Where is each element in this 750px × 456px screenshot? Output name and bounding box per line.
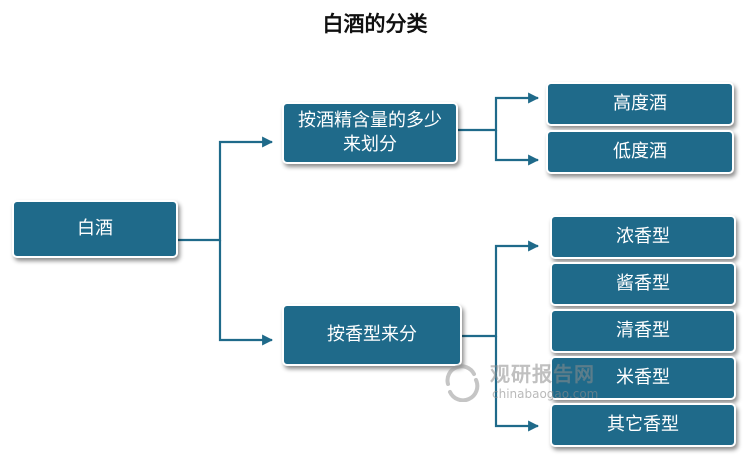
leaf-node-light-aroma: 清香型: [550, 309, 736, 353]
leaf-node-sauce-aroma: 酱香型: [550, 262, 736, 306]
watermark-text-en: chinabaogao.com: [492, 387, 599, 401]
leaf-node-low-proof: 低度酒: [546, 130, 734, 174]
leaf-node-rice-aroma: 米香型: [550, 356, 736, 400]
leaf-node-high-proof: 高度酒: [546, 82, 734, 126]
connector-branch1-child-1: [458, 92, 540, 132]
root-node: 白酒: [12, 200, 178, 258]
branch-node-alcohol-content: 按酒精含量的多少来划分: [282, 102, 458, 164]
leaf-node-other-aroma: 其它香型: [550, 403, 736, 447]
branch-node-aroma-type: 按香型来分: [282, 304, 462, 366]
connector-root-branch-1: [178, 136, 274, 242]
watermark-text-cn: 观研报告网: [490, 362, 595, 386]
watermark-logo-icon: [445, 364, 480, 402]
leaf-node-strong-aroma: 浓香型: [550, 215, 736, 259]
diagram-title: 白酒的分类: [322, 11, 428, 36]
connector-branch2-child-5: [494, 336, 540, 432]
connector-root-branch-2: [218, 240, 274, 346]
connector-branch1-child-2: [494, 130, 540, 166]
connector-branch2-child-1: [462, 240, 540, 338]
